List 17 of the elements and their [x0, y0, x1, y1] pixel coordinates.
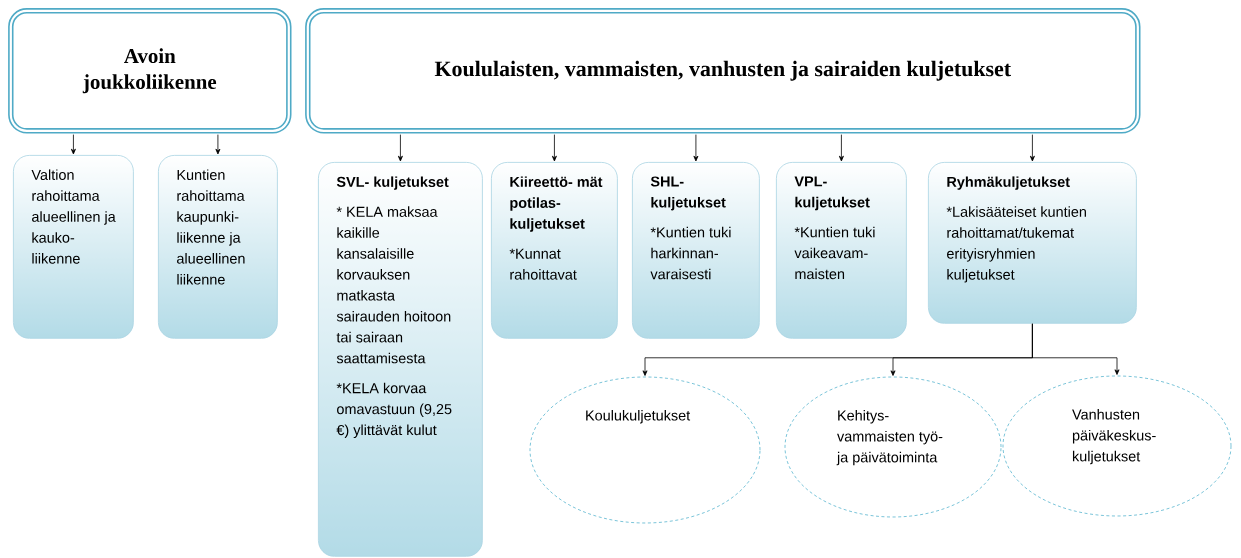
info-box: SVL- kuljetukset * KELA maksaa kaikille kansalaisille korvauksen matkasta sairauden hoitoon tai sairaan saattamisesta *KELA korvaa omavastuun (9,25 €) ylittävät kulut: [318, 162, 483, 557]
info-box: Kuntien rahoittama kaupunki- liikenne ja alueellinen liikenne: [158, 155, 278, 339]
info-box: Valtion rahoittama alueellinen ja kauko- liikenne: [13, 155, 134, 339]
arrow: [397, 134, 403, 162]
arrow: [1029, 134, 1035, 162]
arrow: [1032, 323, 1120, 375]
arrow: [551, 134, 557, 162]
info-box: SHL- kuljetukset *Kuntien tuki harkinnan- varaisesti: [632, 162, 760, 339]
title-box: Koululaisten, vammaisten, vanhusten ja sairaiden kuljetukset: [305, 8, 1141, 134]
info-box: Kiireettö- mät potilas- kuljetukset *Kunnat rahoittavat: [491, 162, 618, 339]
arrow: [838, 134, 844, 162]
title-box: Avoin joukkoliikenne: [8, 8, 292, 134]
arrow: [693, 134, 699, 162]
info-box: Ryhmäkuljetukset *Lakisääteiset kuntien rahoittamat/tukemat erityisryhmien kuljetukset: [928, 162, 1137, 324]
arrow: [215, 134, 221, 155]
info-box: VPL- kuljetukset *Kuntien tuki vaikeavam- maisten: [776, 162, 907, 339]
arrow: [70, 134, 76, 155]
